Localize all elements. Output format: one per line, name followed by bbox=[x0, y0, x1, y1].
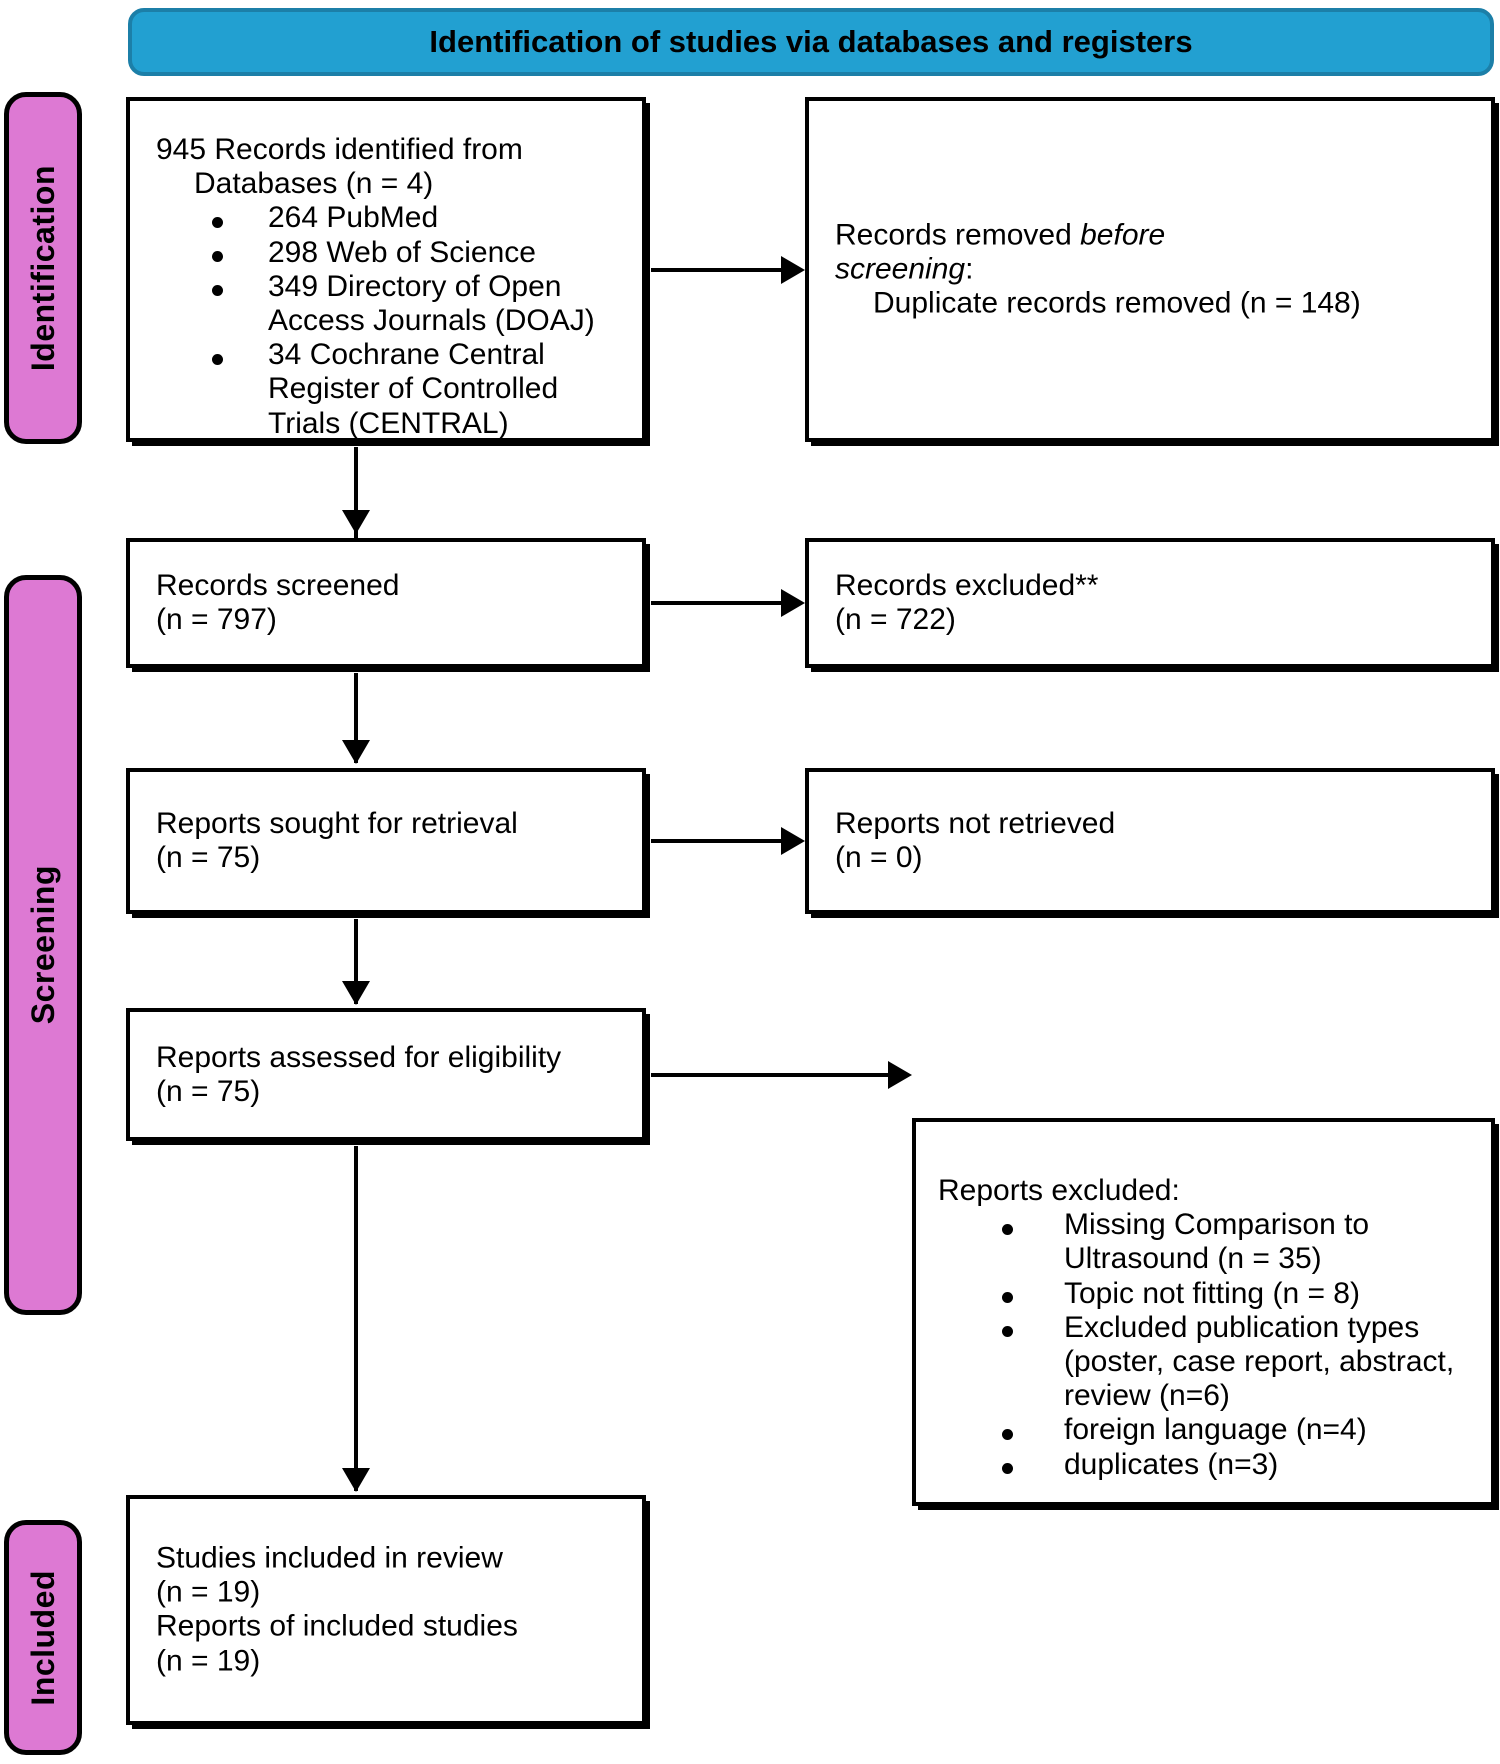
box-reports-sought: Reports sought for retrieval (n = 75) bbox=[126, 768, 646, 914]
box-records-removed-before-screening: Records removed before screening: Duplic… bbox=[805, 97, 1495, 442]
list-item: foreign language (n=4) bbox=[938, 1413, 1481, 1447]
list-item: Missing Comparison to Ultrasound (n = 35… bbox=[938, 1208, 1481, 1276]
bullet-dot-icon bbox=[212, 251, 223, 263]
list-item-label: 34 Cochrane Central Register of Controll… bbox=[268, 338, 559, 440]
records-screened-line1: Records screened bbox=[156, 568, 400, 602]
box-reports-excluded: Reports excluded: Missing Comparison to … bbox=[912, 1118, 1495, 1506]
list-item: 34 Cochrane Central Register of Controll… bbox=[156, 338, 628, 441]
list-item-label: 264 PubMed bbox=[268, 201, 439, 235]
box-studies-included: Studies included in review (n = 19) Repo… bbox=[126, 1495, 646, 1725]
reports-excluded-reason-list: Missing Comparison to Ultrasound (n = 35… bbox=[938, 1208, 1481, 1482]
records-removed-heading-em2: screening bbox=[835, 252, 966, 286]
rail-identification: Identification bbox=[4, 92, 82, 444]
banner-title-text: Identification of studies via databases … bbox=[429, 24, 1193, 59]
bullet-dot-icon bbox=[1002, 1292, 1013, 1304]
bullet-dot-icon bbox=[212, 216, 223, 228]
list-item: 349 Directory of Open Access Journals (D… bbox=[156, 270, 628, 338]
list-item-label: foreign language (n=4) bbox=[1064, 1413, 1367, 1447]
reports-assessed-line2: (n = 75) bbox=[156, 1074, 261, 1108]
list-item-label: 349 Directory of Open Access Journals (D… bbox=[268, 269, 595, 337]
bullet-dot-icon bbox=[1002, 1326, 1013, 1338]
box-reports-not-retrieved: Reports not retrieved (n = 0) bbox=[805, 768, 1495, 914]
rail-identification-label: Identification bbox=[24, 164, 61, 372]
reports-not-retrieved-line1: Reports not retrieved bbox=[835, 806, 1116, 840]
reports-not-retrieved-line2: (n = 0) bbox=[835, 841, 923, 874]
bullet-dot-icon bbox=[1002, 1223, 1013, 1235]
list-item-label: 298 Web of Science bbox=[268, 235, 536, 269]
reports-sought-line2: (n = 75) bbox=[156, 841, 261, 874]
list-item-label: Excluded publication types (poster, case… bbox=[1064, 1310, 1455, 1413]
bullet-dot-icon bbox=[212, 353, 223, 365]
connector-sought-to-assessed bbox=[354, 919, 358, 1004]
records-screened-line2: (n = 797) bbox=[156, 603, 277, 636]
studies-included-line3: Reports of included studies bbox=[156, 1610, 518, 1643]
connector-assessed-to-included bbox=[354, 1146, 358, 1491]
box-records-excluded: Records excluded** (n = 722) bbox=[805, 538, 1495, 668]
records-removed-heading-pre: Records removed bbox=[835, 218, 1081, 252]
records-identified-source-list: 264 PubMed 298 Web of Science 349 Direct… bbox=[156, 201, 628, 440]
rail-included-label: Included bbox=[24, 1569, 61, 1706]
bullet-dot-icon bbox=[212, 285, 223, 297]
records-removed-heading-colon: : bbox=[965, 252, 974, 286]
arrow-screened-to-excluded bbox=[781, 589, 805, 617]
reports-sought-line1: Reports sought for retrieval bbox=[156, 806, 518, 840]
arrow-identified-to-screened bbox=[342, 510, 370, 534]
connector-sought-to-not-retrieved bbox=[651, 839, 781, 843]
records-identified-heading: 945 Records identified from bbox=[156, 133, 523, 166]
reports-excluded-heading: Reports excluded: bbox=[938, 1174, 1180, 1207]
rail-screening-label: Screening bbox=[24, 865, 61, 1025]
records-excluded-line2: (n = 722) bbox=[835, 603, 956, 636]
records-removed-detail: Duplicate records removed (n = 148) bbox=[873, 286, 1361, 320]
studies-included-line1: Studies included in review bbox=[156, 1541, 503, 1575]
arrow-sought-to-not-retrieved bbox=[781, 827, 805, 855]
connector-identified-to-screened bbox=[354, 447, 358, 542]
arrow-identified-to-removed bbox=[781, 256, 805, 284]
records-identified-heading-cont: Databases (n = 4) bbox=[194, 167, 434, 201]
list-item: duplicates (n=3) bbox=[938, 1448, 1481, 1482]
bullet-dot-icon bbox=[1002, 1463, 1013, 1475]
box-records-identified: 945 Records identified from Databases (n… bbox=[126, 97, 646, 442]
list-item-label: duplicates (n=3) bbox=[1064, 1447, 1279, 1481]
list-item: Excluded publication types (poster, case… bbox=[938, 1311, 1481, 1414]
box-reports-assessed: Reports assessed for eligibility (n = 75… bbox=[126, 1008, 646, 1141]
studies-included-line4: (n = 19) bbox=[156, 1644, 261, 1678]
arrow-sought-to-assessed bbox=[342, 981, 370, 1005]
arrow-screened-to-sought bbox=[342, 740, 370, 764]
list-item: Topic not fitting (n = 8) bbox=[938, 1277, 1481, 1311]
rail-included: Included bbox=[4, 1520, 82, 1755]
list-item: 264 PubMed bbox=[156, 201, 628, 235]
bullet-dot-icon bbox=[1002, 1428, 1013, 1440]
records-removed-heading-em: before bbox=[1080, 218, 1166, 252]
records-excluded-line1: Records excluded** bbox=[835, 568, 1099, 602]
rail-screening: Screening bbox=[4, 575, 82, 1315]
box-records-screened: Records screened (n = 797) bbox=[126, 538, 646, 668]
list-item: 298 Web of Science bbox=[156, 236, 628, 270]
records-removed-heading-line2: screening: bbox=[835, 252, 1477, 286]
connector-screened-to-excluded bbox=[651, 601, 781, 605]
list-item-label: Topic not fitting (n = 8) bbox=[1064, 1276, 1360, 1310]
diagram-banner-title: Identification of studies via databases … bbox=[128, 8, 1494, 76]
arrow-assessed-to-excluded bbox=[888, 1061, 912, 1089]
studies-included-line2: (n = 19) bbox=[156, 1575, 261, 1609]
connector-screened-to-sought bbox=[354, 673, 358, 763]
records-removed-heading: Records removed before bbox=[835, 218, 1477, 252]
reports-assessed-line1: Reports assessed for eligibility bbox=[156, 1040, 562, 1074]
arrow-assessed-to-included bbox=[342, 1468, 370, 1492]
list-item-label: Missing Comparison to Ultrasound (n = 35… bbox=[1064, 1208, 1370, 1276]
connector-identified-to-removed bbox=[651, 268, 781, 272]
connector-assessed-to-excluded bbox=[651, 1073, 888, 1077]
